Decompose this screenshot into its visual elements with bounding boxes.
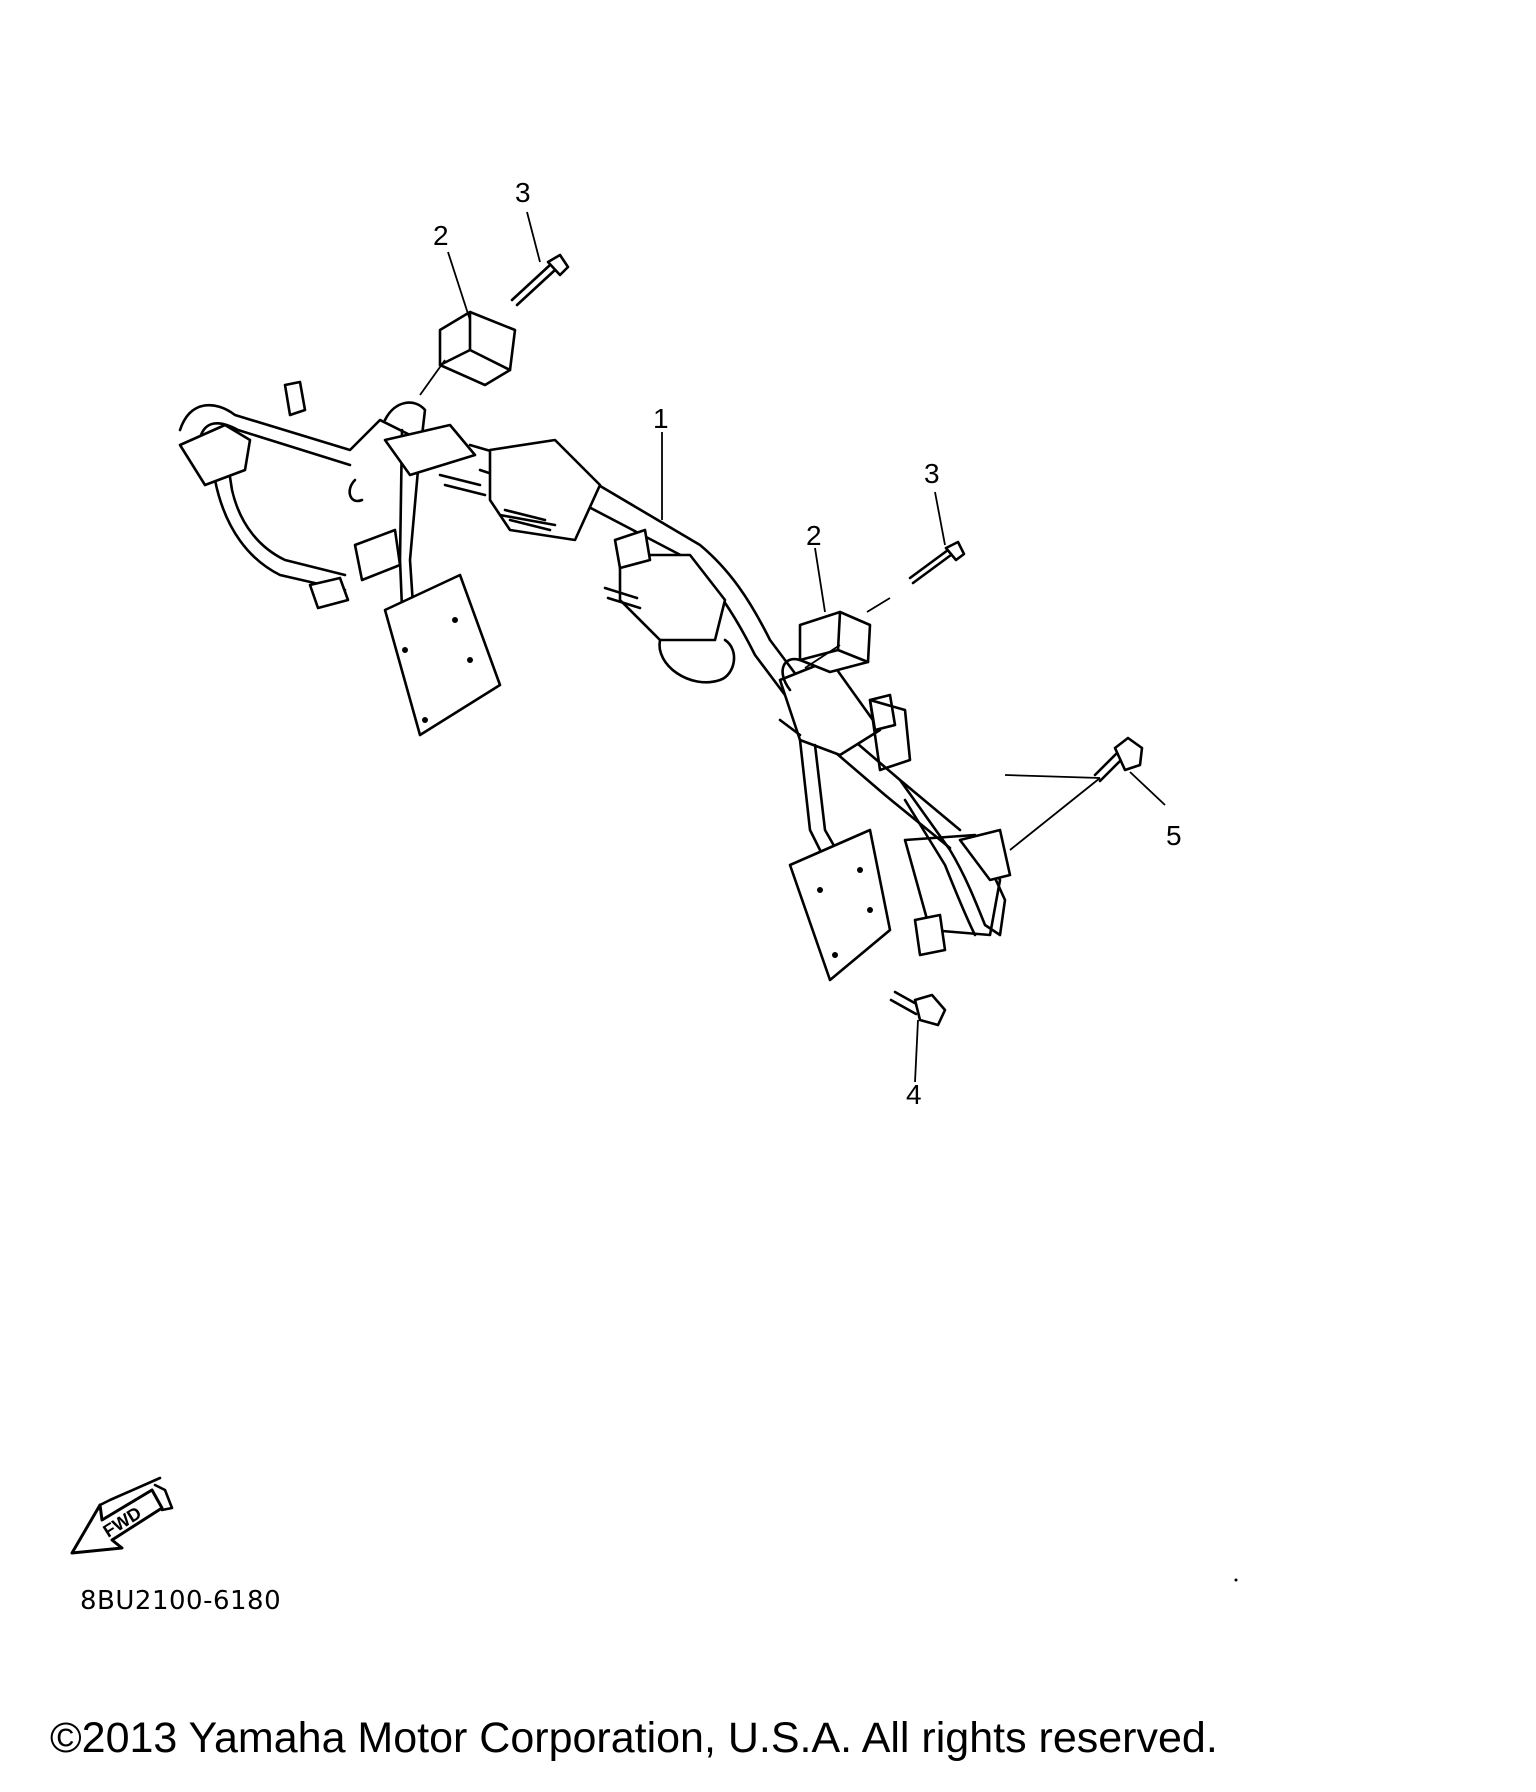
bolt-right bbox=[1093, 736, 1144, 783]
copyright-notice: ©2013 Yamaha Motor Corporation, U.S.A. A… bbox=[50, 1714, 1218, 1762]
callout-3-right: 3 bbox=[924, 458, 940, 489]
diagram-code: 8BU2100-6180 bbox=[80, 1586, 282, 1616]
frame-assembly bbox=[178, 380, 1012, 982]
callout-2-right: 2 bbox=[806, 520, 822, 551]
leader-lines bbox=[419, 211, 1166, 1083]
fwd-arrow-icon: FWD bbox=[70, 1476, 174, 1555]
callout-2-left: 2 bbox=[433, 220, 449, 251]
rubber-pad-left bbox=[438, 310, 517, 387]
callout-5: 5 bbox=[1166, 820, 1182, 851]
callout-1: 1 bbox=[653, 403, 669, 434]
rubber-pad-right bbox=[798, 610, 872, 674]
callout-4: 4 bbox=[906, 1079, 922, 1110]
bolt-lower bbox=[889, 990, 947, 1027]
scan-dot bbox=[1234, 1578, 1238, 1582]
screw-left bbox=[510, 253, 570, 307]
screw-right bbox=[908, 540, 966, 585]
callout-3-left: 3 bbox=[515, 177, 531, 208]
